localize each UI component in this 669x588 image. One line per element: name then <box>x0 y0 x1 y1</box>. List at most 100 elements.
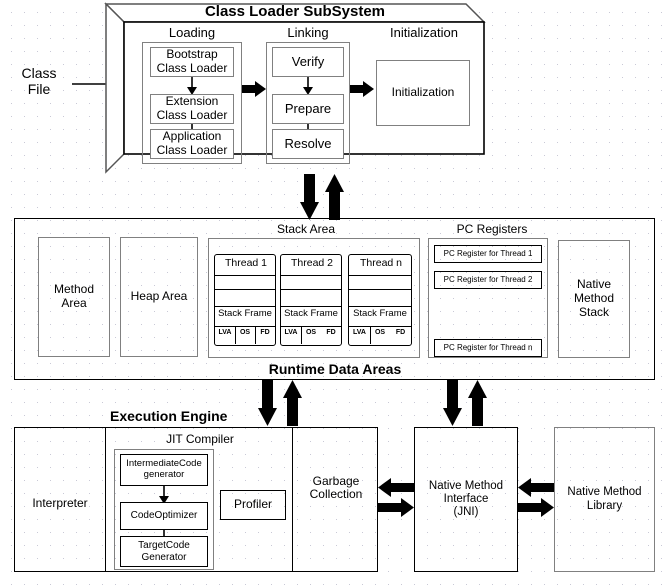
garbage-collection-label[interactable]: Garbage Collection <box>296 474 376 502</box>
execution-engine-divider-1 <box>105 427 106 572</box>
thread-1-cell-divider-1 <box>235 326 236 344</box>
thread-n-divider-2 <box>349 289 411 290</box>
execution-engine-panel <box>14 427 378 572</box>
stack-area-box <box>208 238 420 358</box>
thread-n-stack-frame-label: Stack Frame <box>353 308 407 319</box>
extension-class-loader-box[interactable]: Extension Class Loader <box>150 94 234 124</box>
thread-1-column[interactable]: Thread 1 Stack Frame LVA OS FD <box>214 254 276 346</box>
jit-compiler-box <box>114 449 214 570</box>
pc-register-thread-1-label: PC Register for Thread 1 <box>443 249 533 259</box>
stack-area-title: Stack Area <box>276 222 336 236</box>
thread-2-divider-1 <box>281 275 341 276</box>
thread-1-cell-os: OS <box>239 329 251 336</box>
prepare-box[interactable]: Prepare <box>272 94 344 124</box>
class-file-label: Class File <box>8 65 70 97</box>
native-library-line2: Library <box>586 499 623 512</box>
target-code-line2: Generator <box>141 551 187 563</box>
pc-register-thread-n[interactable]: PC Register for Thread n <box>434 339 542 357</box>
jni-line1: Native Method <box>428 479 504 492</box>
gc-jni-arrow-pair <box>378 478 414 518</box>
bootstrap-line1: Bootstrap <box>166 47 218 62</box>
thread-n-cell-divider-1 <box>370 326 371 344</box>
loading-to-linking-arrow <box>242 80 266 98</box>
initialization-box[interactable]: Initialization <box>376 60 470 126</box>
runtime-execengine-arrow-pair <box>258 380 304 426</box>
thread-2-cell-lva: LVA <box>284 329 298 336</box>
thread-n-name: Thread n <box>359 257 403 269</box>
phase-title-loading: Loading <box>168 25 216 40</box>
thread-1-cell-fd: FD <box>260 329 270 336</box>
loading-group-box <box>142 42 242 164</box>
native-method-stack-line1: Native <box>576 277 611 292</box>
heap-area-box[interactable]: Heap Area <box>120 237 198 357</box>
thread-n-divider-3 <box>349 306 411 307</box>
method-area-line2: Area <box>61 296 87 310</box>
resolve-box[interactable]: Resolve <box>272 129 344 159</box>
jit-compiler-title: JIT Compiler <box>166 432 234 446</box>
intermediate-code-generator-box[interactable]: IntermediateCode generator <box>120 454 208 486</box>
profiler-box[interactable]: Profiler <box>220 490 286 520</box>
loading-arrow-1 <box>185 77 199 95</box>
thread-n-divider-1 <box>349 275 411 276</box>
runtime-jni-arrow-pair <box>443 380 489 426</box>
linking-group-box <box>266 42 350 164</box>
thread-1-cell-divider-2 <box>255 326 256 344</box>
method-area-line1: Method <box>53 282 95 297</box>
pc-register-thread-1[interactable]: PC Register for Thread 1 <box>434 245 542 263</box>
verify-label: Verify <box>291 53 325 69</box>
thread-2-cell-divider-1 <box>301 326 302 344</box>
native-method-library-box[interactable]: Native Method Library <box>554 427 655 572</box>
application-class-loader-box[interactable]: Application Class Loader <box>150 129 234 159</box>
native-method-interface-box[interactable]: Native Method Interface (JNI) <box>414 427 518 572</box>
code-optimizer-label: CodeOptimizer <box>130 510 198 522</box>
linking-to-initialization-arrow <box>350 80 374 98</box>
application-line1: Application <box>162 129 222 144</box>
pc-register-thread-n-label: PC Register for Thread n <box>443 343 533 353</box>
linking-arrow-1 <box>301 77 315 95</box>
thread-2-cell-fd: FD <box>326 329 336 336</box>
thread-n-column[interactable]: Thread n Stack Frame LVA OS FD <box>348 254 412 346</box>
native-method-stack-box[interactable]: Native Method Stack <box>558 240 630 358</box>
pc-registers-box <box>428 238 548 358</box>
thread-1-divider-4 <box>215 326 275 327</box>
classloader-runtime-arrow-pair <box>300 174 346 220</box>
thread-2-stack-frame-label: Stack Frame <box>284 308 338 319</box>
profiler-label: Profiler <box>233 497 272 512</box>
class-file-line1: Class <box>21 65 57 81</box>
interpreter-label[interactable]: Interpreter <box>32 496 88 510</box>
thread-2-divider-2 <box>281 289 341 290</box>
intermediate-code-line2: generator <box>143 469 185 480</box>
heap-area-label: Heap Area <box>130 289 188 304</box>
code-optimizer-box[interactable]: CodeOptimizer <box>120 502 208 530</box>
pc-registers-title: PC Registers <box>456 222 528 236</box>
pc-register-thread-2[interactable]: PC Register for Thread 2 <box>434 271 542 289</box>
thread-2-column[interactable]: Thread 2 Stack Frame LVA OS FD <box>280 254 342 346</box>
native-method-stack-line2: Method <box>573 291 615 306</box>
garbage-collection-line1: Garbage <box>312 474 360 488</box>
jit-arrow-1 <box>157 486 171 504</box>
extension-line1: Extension <box>165 94 219 109</box>
verify-box[interactable]: Verify <box>272 47 344 77</box>
extension-line2: Class Loader <box>156 108 228 122</box>
thread-1-name: Thread 1 <box>224 257 268 269</box>
intermediate-code-line1: IntermediateCode <box>126 458 202 470</box>
thread-1-cell-lva: LVA <box>218 329 232 336</box>
resolve-label: Resolve <box>284 135 332 151</box>
garbage-collection-line2: Collection <box>309 487 363 502</box>
target-code-line1: TargetCode <box>138 540 190 551</box>
execution-engine-title: Execution Engine <box>110 408 228 424</box>
thread-n-cell-os: OS <box>374 329 386 336</box>
class-file-line2: File <box>27 80 51 97</box>
jni-line3: (JNI) <box>453 506 479 519</box>
phase-title-initialization: Initialization <box>390 25 458 40</box>
class-loader-title: Class Loader SubSystem <box>204 3 386 20</box>
thread-2-cell-os: OS <box>305 329 317 336</box>
thread-2-divider-3 <box>281 306 341 307</box>
native-library-line1: Native Method <box>567 486 642 499</box>
bootstrap-class-loader-box[interactable]: Bootstrap Class Loader <box>150 47 234 77</box>
thread-1-divider-2 <box>215 289 275 290</box>
phase-title-linking: Linking <box>287 25 329 40</box>
thread-2-name: Thread 2 <box>290 257 334 269</box>
method-area-box[interactable]: Method Area <box>38 237 110 357</box>
target-code-generator-box[interactable]: TargetCode Generator <box>120 536 208 567</box>
